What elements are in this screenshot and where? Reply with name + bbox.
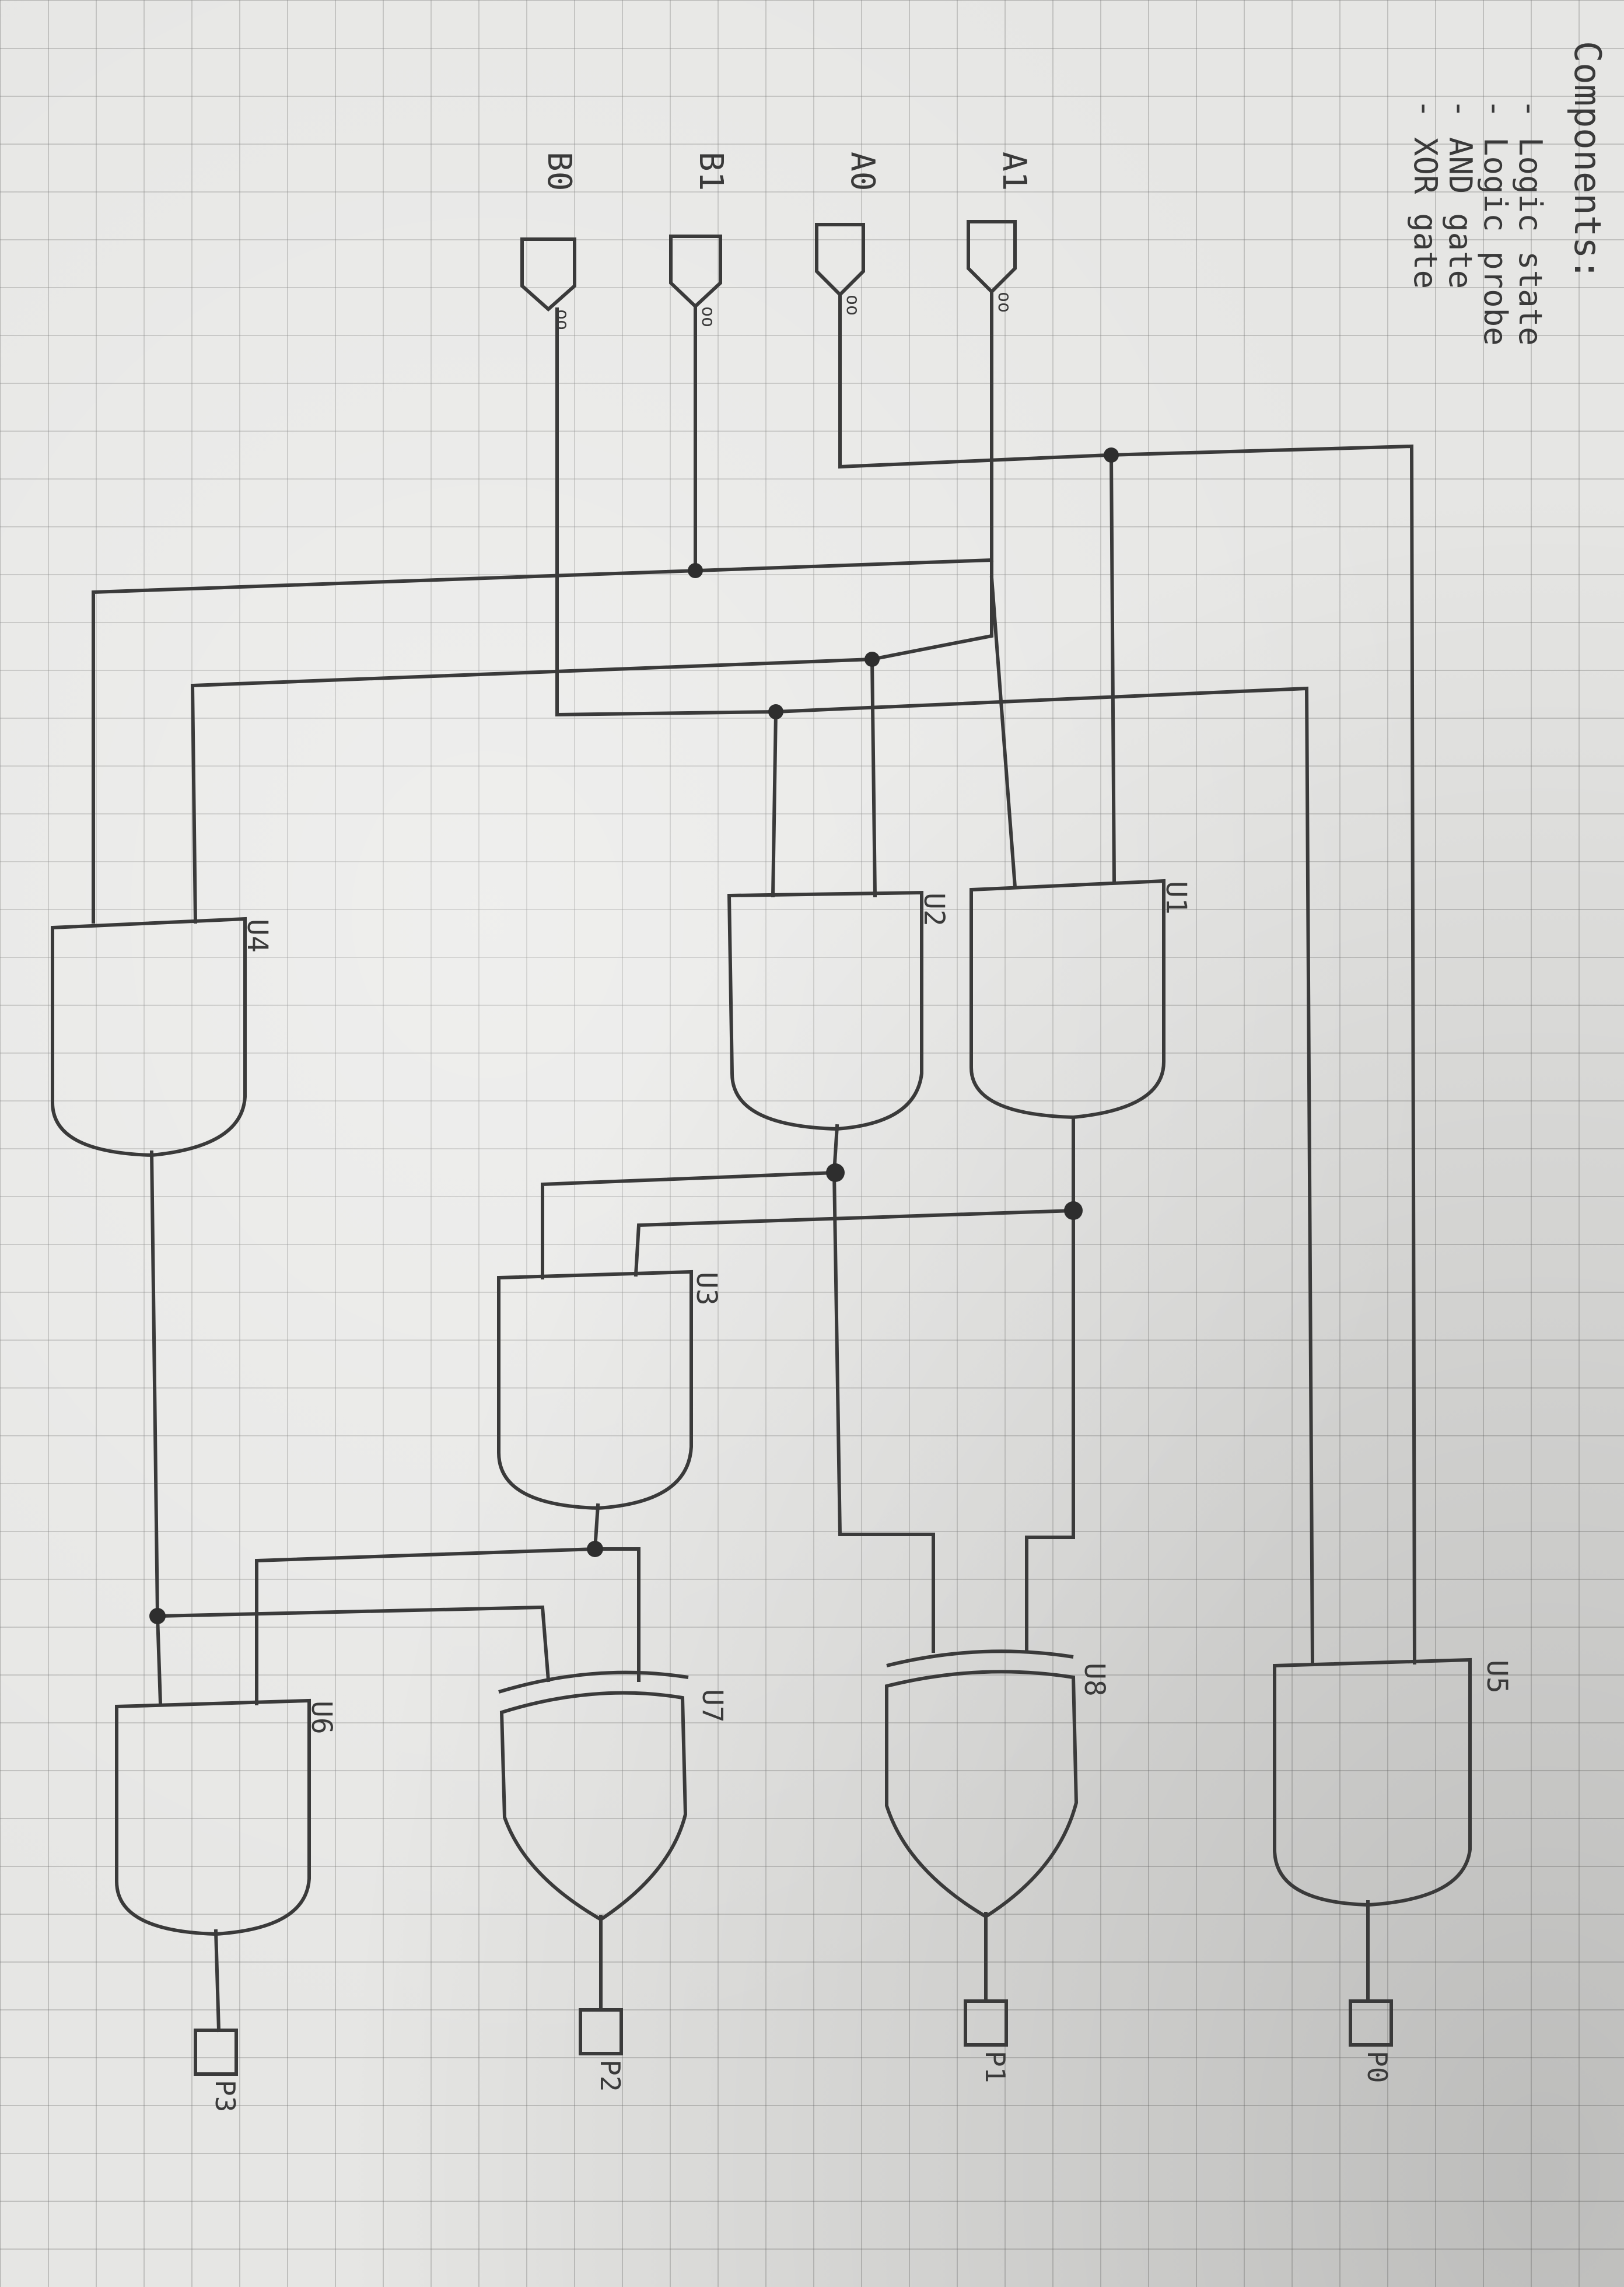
legend-heading: Components: [1566,41,1609,281]
legend-item-and-gate: - AND gate [1442,99,1479,289]
svg-text:oo: oo [842,295,863,316]
logic-state-b1: oo [669,235,722,327]
probe-label-p3: P3 [209,2080,241,2112]
gate-u3: U3 [497,1270,723,1510]
input-label-b1: B1 [692,152,730,191]
legend-item-xor-gate: - XOR gate [1407,99,1444,289]
xor-gates: U7 U8 [498,1649,1111,1922]
legend-item-logic-state: - Logic state [1512,99,1549,346]
logic-probes: P0 P1 P2 P3 [194,1999,1393,2112]
svg-text:oo: oo [552,309,572,330]
input-label-a0: A0 [844,152,881,191]
gate-u2: U2 [727,890,950,1131]
gate-label-u5: U5 [1480,1660,1513,1694]
gate-u5: U5 [1273,1657,1513,1907]
probe-p1: P1 [964,1999,1011,2083]
gate-u6: U6 [115,1698,338,1936]
gate-label-u7: U7 [696,1689,729,1723]
gate-u4: U4 [51,917,274,1158]
gate-label-u1: U1 [1160,881,1192,915]
logic-state-a0: oo [815,223,865,316]
logic-state-b0: oo [520,237,576,330]
components-legend: Components: - Logic state - Logic probe … [1407,41,1609,346]
logic-state-a1: oo [967,220,1017,313]
svg-text:oo: oo [994,292,1014,313]
wires [92,290,1417,2033]
input-labels: A1 A0 B1 B0 [540,152,1033,191]
gate-u8: U8 [885,1649,1111,1919]
gate-label-u4: U4 [241,919,274,953]
gate-u7: U7 [498,1670,729,1922]
gate-label-u8: U8 [1078,1663,1111,1697]
and-gates: U1 U2 U3 U4 U5 U6 [51,879,1513,1936]
junction-dots [149,447,1119,1624]
gate-label-u3: U3 [690,1272,723,1306]
gate-u1: U1 [970,879,1192,1120]
probe-p3: P3 [194,2029,241,2112]
gate-label-u6: U6 [305,1701,338,1735]
probe-label-p2: P2 [594,2059,626,2092]
probe-p2: P2 [579,2008,626,2092]
probe-label-p1: P1 [979,2051,1011,2083]
input-label-a1: A1 [995,152,1033,191]
legend-item-logic-probe: - Logic probe [1477,99,1514,346]
probe-p0: P0 [1349,1999,1393,2083]
gate-label-u2: U2 [918,893,950,926]
svg-text:oo: oo [698,306,718,327]
logic-state-inputs: oo oo oo oo [520,220,1017,330]
input-label-b0: B0 [540,152,578,191]
probe-label-p0: P0 [1362,2051,1393,2083]
